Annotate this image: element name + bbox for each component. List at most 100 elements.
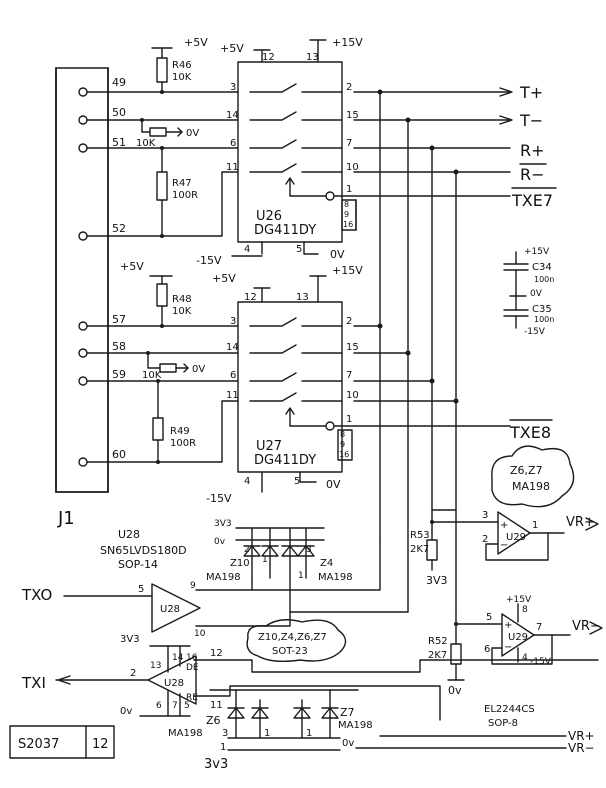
svg-text:Z10: Z10 [230,558,250,569]
svg-text:3: 3 [230,316,236,327]
opamp-u29-b: + − U29 5 6 7 VR− 8 +15V 4 -15V EL2244CS… [484,595,603,729]
svg-text:−: − [504,642,512,653]
pin-51: 51 [112,136,126,149]
svg-text:Z4: Z4 [320,558,333,569]
svg-text:U27: U27 [256,439,282,454]
resistor-10k-bottom: 10K 0V [142,351,205,381]
connector-label: J1 [57,508,75,529]
svg-text:0v: 0v [214,537,226,547]
signal-vrminus-2: VR− [568,741,595,755]
svg-text:7: 7 [172,701,178,711]
svg-text:R49: R49 [170,426,190,437]
svg-text:MA198: MA198 [168,728,203,739]
svg-text:3V3: 3V3 [426,574,448,587]
svg-text:MA198: MA198 [338,720,373,731]
svg-text:15: 15 [346,110,359,121]
svg-text:+5V: +5V [220,42,244,55]
driver-u28-rx: U28 3V3 14 16 DE 13 TXI 2 RE 6 7 5 0v 12… [21,634,599,721]
signal-txo: TXO [21,586,52,604]
signal-tminus: T− [519,111,543,130]
svg-text:100R: 100R [170,438,196,449]
svg-text:0v: 0v [342,738,354,749]
mux-u26: 3 14 6 11 2 15 7 10 1 U26 DG411DY 8 9 16… [196,36,363,267]
svg-text:EL2244CS: EL2244CS [484,704,535,715]
svg-text:4: 4 [244,244,250,255]
svg-text:R46: R46 [172,60,192,71]
svg-text:DG411DY: DG411DY [254,453,316,468]
svg-text:R47: R47 [172,178,192,189]
svg-text:11: 11 [226,390,239,401]
pin-52: 52 [112,222,126,235]
svg-text:9: 9 [344,210,349,219]
svg-text:100n: 100n [534,315,554,324]
svg-text:2K7: 2K7 [410,544,429,555]
svg-text:1: 1 [306,728,312,739]
svg-text:SOP-14: SOP-14 [118,558,158,571]
svg-text:10K: 10K [136,138,156,149]
svg-text:U29: U29 [508,632,528,643]
svg-text:5: 5 [184,701,190,711]
svg-text:100R: 100R [172,190,198,201]
svg-text:11: 11 [226,162,239,173]
opamp-u29-a: + − U29 3 2 1 VR+ [479,510,599,561]
svg-text:14: 14 [226,110,239,121]
svg-text:3: 3 [230,82,236,93]
svg-text:-15V: -15V [206,492,232,505]
svg-text:2: 2 [130,668,136,679]
svg-text:12: 12 [210,648,223,659]
svg-text:6: 6 [484,644,490,655]
resistor-r46: +5V R46 10K [151,36,208,94]
svg-text:RE: RE [186,693,198,703]
svg-text:0v: 0v [120,706,132,717]
svg-text:DG411DY: DG411DY [254,223,316,238]
svg-text:10: 10 [194,629,206,639]
svg-text:6: 6 [230,138,236,149]
svg-text:10: 10 [346,390,359,401]
svg-text:MA198: MA198 [318,572,353,583]
mux-u27: 3 14 6 11 2 15 7 10 1 U27 DG411DY 8 9 16… [206,264,363,505]
svg-text:C35: C35 [532,304,552,315]
note-cloud-sot23: Z10,Z4,Z6,Z7 SOT-23 [246,619,347,663]
signal-vrplus-2: VR+ [568,729,595,743]
svg-text:1: 1 [264,728,270,739]
svg-text:6: 6 [230,370,236,381]
svg-text:0V: 0V [192,364,205,375]
svg-text:4: 4 [522,653,528,663]
note-cloud-z6-z7: Z6,Z7 MA198 [491,445,575,508]
signal-txi: TXI [21,674,46,692]
svg-text:12: 12 [244,292,257,303]
signal-txe7: TXE7 [511,191,553,210]
svg-text:SOT-23: SOT-23 [272,646,308,657]
svg-text:1: 1 [532,520,538,531]
resistor-r48: +5V R48 10K [120,260,192,328]
signal-tplus: T+ [519,83,543,102]
svg-text:Z6: Z6 [206,714,221,727]
signal-rplus: R+ [520,141,545,160]
svg-text:+5V: +5V [184,36,208,49]
svg-text:1: 1 [262,555,268,565]
svg-text:S2037: S2037 [18,737,59,752]
svg-text:14: 14 [172,653,184,663]
svg-text:10: 10 [346,162,359,173]
svg-text:+5V: +5V [212,272,236,285]
svg-text:5: 5 [486,612,492,623]
svg-text:12: 12 [262,52,275,63]
svg-text:5: 5 [296,244,302,255]
svg-text:6: 6 [156,701,162,711]
svg-text:2: 2 [244,545,250,555]
svg-text:10K: 10K [172,306,192,317]
svg-text:Z6,Z7: Z6,Z7 [510,464,543,477]
svg-text:16: 16 [186,653,198,663]
svg-text:+: + [504,620,512,631]
pin-57: 57 [112,313,126,326]
svg-text:0v: 0v [448,684,462,697]
svg-text:9: 9 [190,581,196,591]
pin-58: 58 [112,340,126,353]
svg-text:3v3: 3v3 [204,757,228,772]
driver-u28-tx: U28 TXO 5 9 10 [21,539,409,639]
resistor-10k-top: 10K 0V [136,118,199,149]
svg-text:2: 2 [482,534,488,545]
caps-c34-c35: +15V C34 100n 0V C35 100n -15V [503,247,554,337]
svg-text:+15V: +15V [524,247,550,257]
resistor-r49: R49 100R [152,379,196,464]
